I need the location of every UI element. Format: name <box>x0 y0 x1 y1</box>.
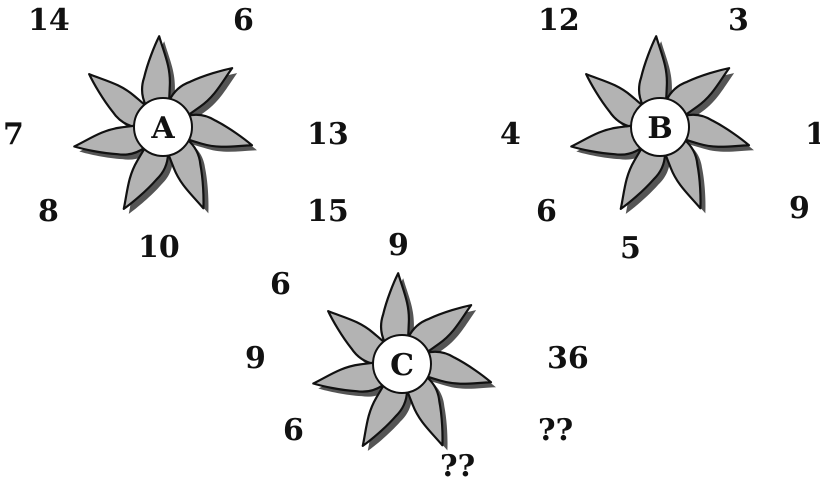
flower-b-number-2: 3 <box>728 3 749 38</box>
flower-b-number-3: 4 <box>500 117 521 152</box>
flower-c-number-2: 6 <box>270 267 291 302</box>
flower-c-number-1: 9 <box>388 228 409 263</box>
flower-b-number-1: 12 <box>538 3 580 38</box>
flower-b-number-7: 5 <box>620 231 641 266</box>
flower-b-number-5: 6 <box>536 194 557 229</box>
flower-c: C <box>312 273 498 459</box>
flower-b-number-4: 1 <box>805 117 820 152</box>
flower-a-number-6: 15 <box>307 194 349 229</box>
flower-a-number-4: 13 <box>307 117 349 152</box>
flower-a-number-5: 8 <box>38 194 59 229</box>
flower-b: B <box>570 36 756 222</box>
flower-a-number-3: 7 <box>3 117 24 152</box>
flower-b-number-6: 9 <box>789 191 810 226</box>
flower-a-number-2: 6 <box>233 3 254 38</box>
flower-a-number-1: 14 <box>28 3 70 38</box>
flower-a-number-7: 10 <box>138 230 180 265</box>
flower-c-label: C <box>390 348 414 383</box>
flower-c-number-4: 36 <box>547 341 589 376</box>
flower-a: A <box>73 36 259 222</box>
flower-c-number-6: ?? <box>538 413 573 448</box>
flower-b-label: B <box>647 111 672 146</box>
flower-c-number-7: ?? <box>440 449 475 481</box>
flower-c-number-5: 6 <box>283 413 304 448</box>
flower-c-number-3: 9 <box>245 341 266 376</box>
flower-a-label: A <box>150 111 175 146</box>
